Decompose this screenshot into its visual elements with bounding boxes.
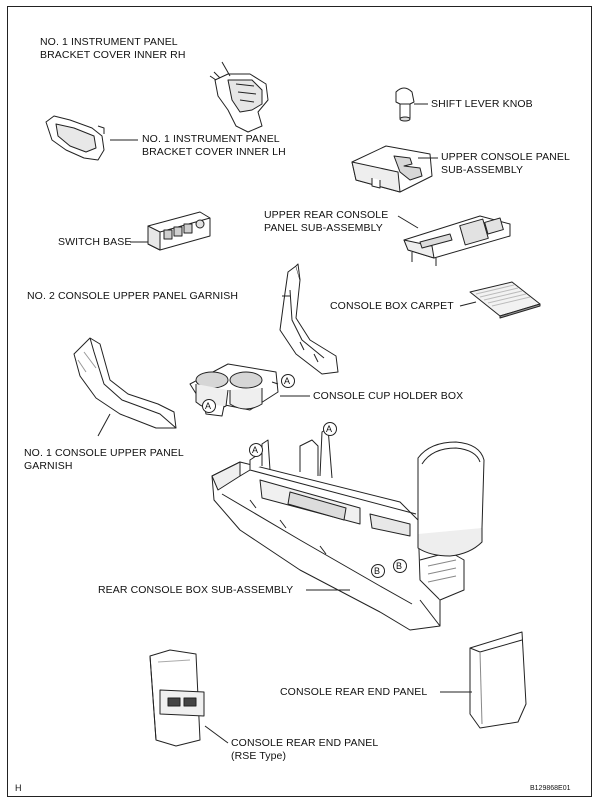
footer-section-letter: H [15,783,22,793]
no2-console-upper-panel-garnish [280,264,338,374]
shift-lever-knob [396,88,414,121]
label-cup-holder-box: CONSOLE CUP HOLDER BOX [313,390,464,402]
label-upper-console-line2: SUB-ASSEMBLY [441,164,524,176]
label-shift-lever-knob: SHIFT LEVER KNOB [431,98,533,110]
label-bracket-rh-line2: BRACKET COVER INNER RH [40,49,186,61]
rear-end-panel-rse [150,650,204,746]
console-cup-holder-box [190,364,278,416]
label-upper-rear-line1: UPPER REAR CONSOLE [264,209,389,221]
rear-end-panel [470,632,526,728]
marker-b-left: B [374,566,381,576]
rear-console-box [212,428,484,630]
console-box-carpet [470,282,540,318]
label-no1-garnish-line2: GARNISH [24,460,73,472]
label-no1-garnish-line1: NO. 1 CONSOLE UPPER PANEL [24,447,184,459]
no1-console-upper-panel-garnish [74,338,176,428]
upper-console-panel [352,146,432,192]
marker-b-right: B [396,561,403,571]
bracket-cover-inner-lh [46,116,104,160]
label-console-box-carpet: CONSOLE BOX CARPET [330,300,454,312]
marker-a-box-left: A [252,445,259,455]
marker-a-cup-bottom: A [205,401,212,411]
label-rear-console-box: REAR CONSOLE BOX SUB-ASSEMBLY [98,584,294,596]
bracket-cover-inner-rh [210,72,268,132]
upper-rear-console-panel [404,216,510,266]
switch-base [148,212,210,250]
diagram-frame [7,6,592,797]
label-upper-rear-line2: PANEL SUB-ASSEMBLY [264,222,383,234]
label-upper-console-line1: UPPER CONSOLE PANEL [441,151,570,163]
label-rear-end-rse-line1: CONSOLE REAR END PANEL [231,737,379,749]
label-rear-end-panel: CONSOLE REAR END PANEL [280,686,428,698]
label-bracket-lh-line1: NO. 1 INSTRUMENT PANEL [142,133,280,145]
label-rear-end-rse-line2: (RSE Type) [231,750,287,762]
label-switch-base: SWITCH BASE [58,236,132,248]
reference-markers [202,374,407,578]
footer-figure-code: B129868E01 [530,785,571,792]
marker-a-cup-right: A [284,376,291,386]
label-bracket-rh-line1: NO. 1 INSTRUMENT PANEL [40,36,178,48]
label-no2-garnish: NO. 2 CONSOLE UPPER PANEL GARNISH [27,290,239,302]
label-bracket-lh-line2: BRACKET COVER INNER LH [142,146,286,158]
leader-lines [97,61,477,744]
marker-a-box-right: A [326,424,333,434]
